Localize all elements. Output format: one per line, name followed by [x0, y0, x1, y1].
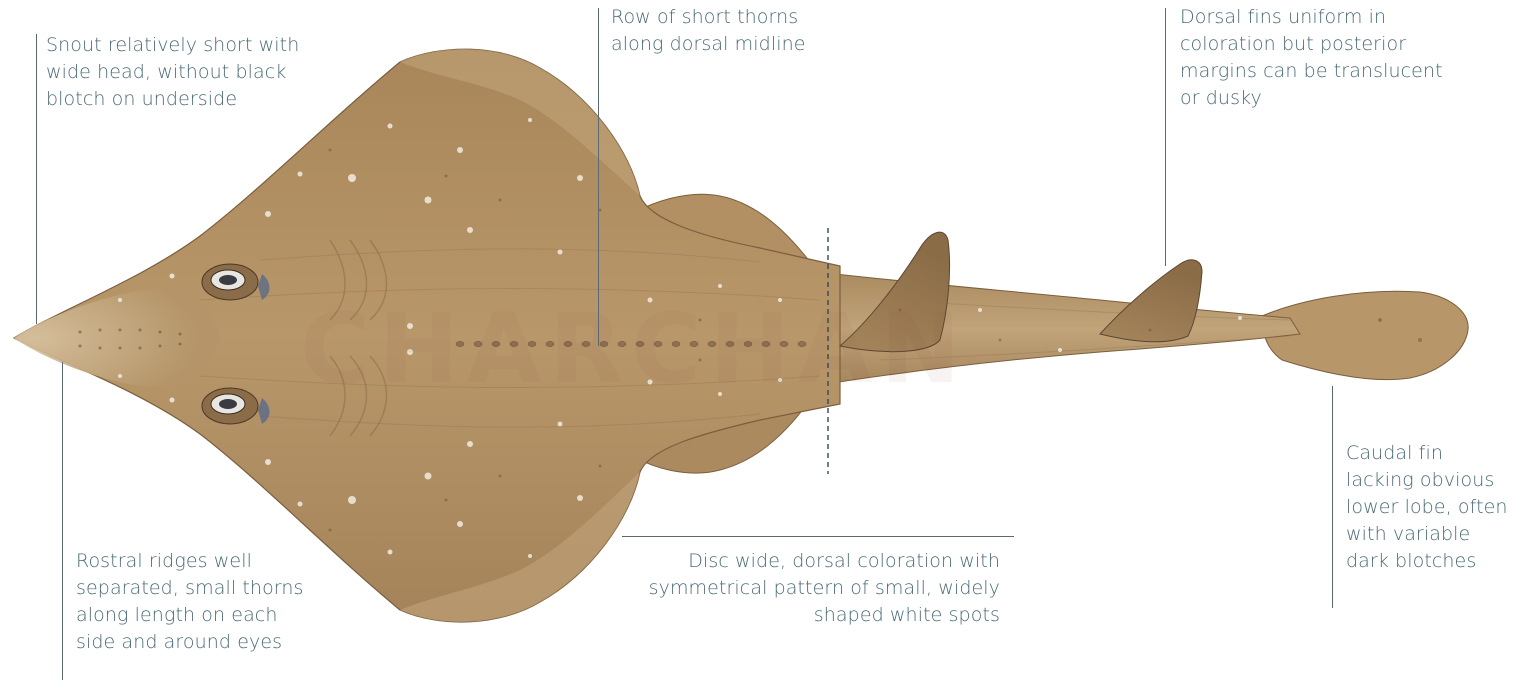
label-snout: Snout relatively short with wide head, w… [46, 32, 346, 113]
watermark: CHARCHAN [300, 293, 968, 405]
leader-disc [622, 536, 1014, 537]
snout [14, 289, 220, 386]
leader-caudal-fin [1332, 386, 1333, 608]
leader-dorsal-fins [1165, 8, 1166, 266]
leader-rostral [62, 362, 63, 680]
label-disc: Disc wide, dorsal coloration with symmet… [630, 548, 1000, 629]
label-rostral-ridges: Rostral ridges well separated, small tho… [76, 548, 356, 656]
label-dorsal-thorns: Row of short thorns along dorsal midline [611, 4, 871, 58]
leader-snout [36, 34, 37, 324]
label-caudal-fin: Caudal fin lacking obvious lower lobe, o… [1346, 440, 1516, 575]
caudal-fin [1262, 291, 1468, 379]
label-dorsal-fins: Dorsal fins uniform in coloration but po… [1180, 4, 1480, 112]
leader-thorns [598, 8, 599, 346]
